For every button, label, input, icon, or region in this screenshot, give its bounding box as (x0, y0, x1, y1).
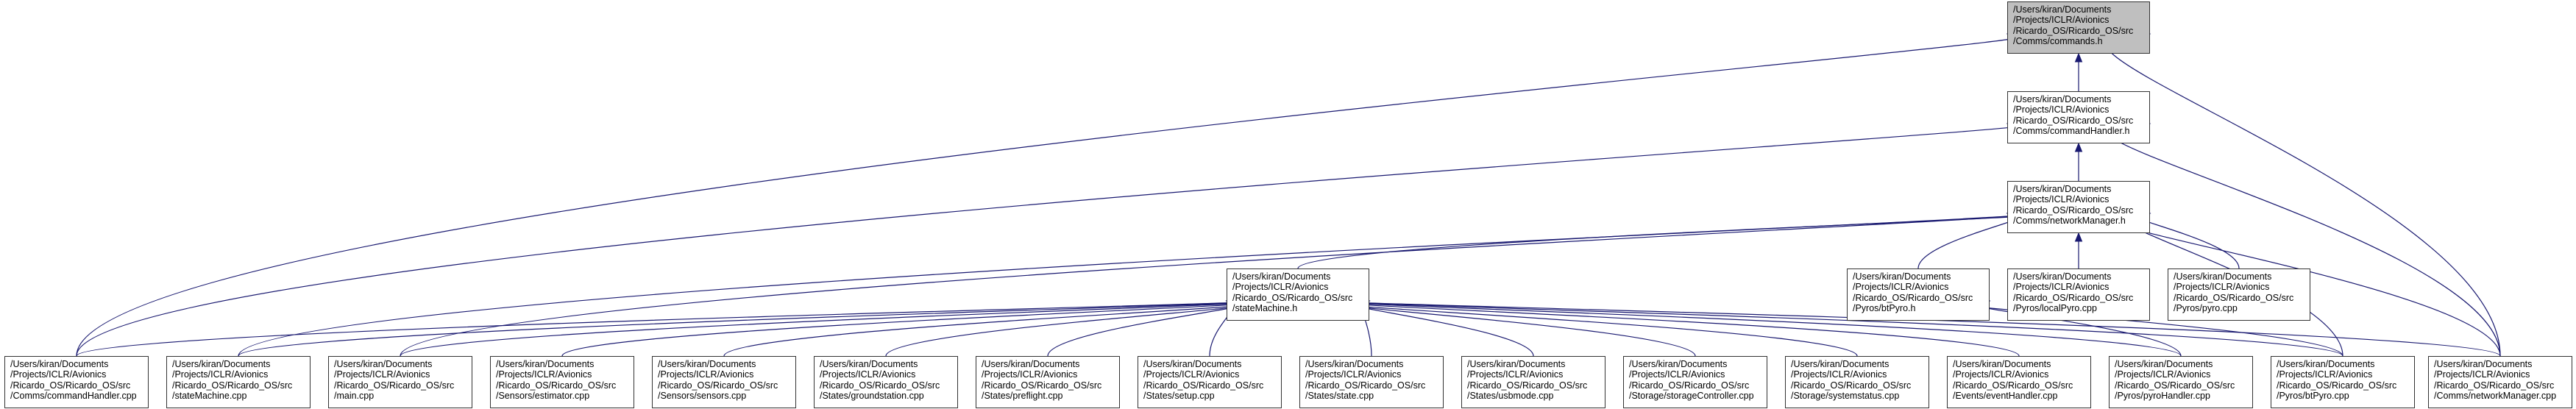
node-label: /Users/kiran/Documents /Projects/ICLR/Av… (1629, 359, 1754, 402)
node-label: /Users/kiran/Documents /Projects/ICLR/Av… (2013, 4, 2134, 47)
node-statemachine-cpp[interactable]: /Users/kiran/Documents /Projects/ICLR/Av… (166, 356, 311, 408)
node-label: /Users/kiran/Documents /Projects/ICLR/Av… (2434, 359, 2557, 402)
dependency-edge (1297, 213, 2050, 269)
node-groundstation-cpp[interactable]: /Users/kiran/Documents /Projects/ICLR/Av… (814, 356, 958, 408)
node-setup-cpp[interactable]: /Users/kiran/Documents /Projects/ICLR/Av… (1138, 356, 1282, 408)
dependency-edge (2104, 123, 2501, 357)
node-label: /Users/kiran/Documents /Projects/ICLR/Av… (1467, 359, 1588, 402)
node-main-cpp[interactable]: /Users/kiran/Documents /Projects/ICLR/Av… (328, 356, 472, 408)
node-commandhandler-cpp[interactable]: /Users/kiran/Documents /Projects/ICLR/Av… (4, 356, 149, 408)
node-statemachine-h[interactable]: /Users/kiran/Documents /Projects/ICLR/Av… (1227, 268, 1369, 321)
node-eventhandler-cpp[interactable]: /Users/kiran/Documents /Projects/ICLR/Av… (1947, 356, 2091, 408)
node-commandhandler-h[interactable]: /Users/kiran/Documents /Projects/ICLR/Av… (2007, 91, 2150, 143)
node-label: /Users/kiran/Documents /Projects/ICLR/Av… (1143, 359, 1264, 402)
dependency-edge (885, 300, 1271, 357)
node-label: /Users/kiran/Documents /Projects/ICLR/Av… (658, 359, 778, 402)
node-label: /Users/kiran/Documents /Projects/ICLR/Av… (334, 359, 455, 402)
node-label: /Users/kiran/Documents /Projects/ICLR/Av… (1232, 271, 1353, 314)
dependency-edge (76, 123, 2032, 357)
node-estimator-cpp[interactable]: /Users/kiran/Documents /Projects/ICLR/Av… (490, 356, 634, 408)
node-usbmode-cpp[interactable]: /Users/kiran/Documents /Projects/ICLR/Av… (1461, 356, 1605, 408)
node-btpyro-h[interactable]: /Users/kiran/Documents /Projects/ICLR/Av… (1847, 268, 1990, 321)
node-preflight-cpp[interactable]: /Users/kiran/Documents /Projects/ICLR/Av… (976, 356, 1120, 408)
node-label: /Users/kiran/Documents /Projects/ICLR/Av… (2013, 184, 2134, 227)
dependency-edge (400, 300, 1266, 357)
node-systemstatus-cpp[interactable]: /Users/kiran/Documents /Projects/ICLR/Av… (1785, 356, 1929, 408)
dependency-edge (76, 33, 2032, 357)
node-label: /Users/kiran/Documents /Projects/ICLR/Av… (820, 359, 940, 402)
node-label: /Users/kiran/Documents /Projects/ICLR/Av… (982, 359, 1102, 402)
dependency-edge (238, 213, 2033, 357)
node-label: /Users/kiran/Documents /Projects/ICLR/Av… (2174, 271, 2294, 314)
node-label: /Users/kiran/Documents /Projects/ICLR/Av… (172, 359, 293, 402)
node-label: /Users/kiran/Documents /Projects/ICLR/Av… (1853, 271, 1973, 314)
node-label: /Users/kiran/Documents /Projects/ICLR/Av… (1953, 359, 2073, 402)
node-label: /Users/kiran/Documents /Projects/ICLR/Av… (2013, 94, 2134, 137)
node-label: /Users/kiran/Documents /Projects/ICLR/Av… (2013, 271, 2134, 314)
node-commands-h: /Users/kiran/Documents /Projects/ICLR/Av… (2007, 1, 2150, 54)
node-storagecontroller-cpp[interactable]: /Users/kiran/Documents /Projects/ICLR/Av… (1623, 356, 1767, 408)
node-sensors-cpp[interactable]: /Users/kiran/Documents /Projects/ICLR/Av… (652, 356, 796, 408)
node-label: /Users/kiran/Documents /Projects/ICLR/Av… (496, 359, 617, 402)
node-pyro-cpp[interactable]: /Users/kiran/Documents /Projects/ICLR/Av… (2168, 268, 2310, 321)
node-state-cpp[interactable]: /Users/kiran/Documents /Projects/ICLR/Av… (1299, 356, 1444, 408)
dependency-edge (1327, 300, 1696, 357)
node-networkmanager-h[interactable]: /Users/kiran/Documents /Projects/ICLR/Av… (2007, 181, 2150, 233)
node-label: /Users/kiran/Documents /Projects/ICLR/Av… (1791, 359, 1912, 402)
edge-arrowhead (2074, 52, 2083, 63)
edge-arrowhead (2074, 232, 2083, 242)
node-localpyro-cpp[interactable]: /Users/kiran/Documents /Projects/ICLR/Av… (2007, 268, 2150, 321)
node-pyrohandler-cpp[interactable]: /Users/kiran/Documents /Projects/ICLR/Av… (2109, 356, 2253, 408)
node-label: /Users/kiran/Documents /Projects/ICLR/Av… (10, 359, 137, 402)
dependency-edge (400, 213, 2034, 357)
node-networkmanager-cpp[interactable]: /Users/kiran/Documents /Projects/ICLR/Av… (2428, 356, 2572, 408)
node-label: /Users/kiran/Documents /Projects/ICLR/Av… (2277, 359, 2397, 402)
edge-arrowhead (2074, 142, 2083, 152)
node-btpyro-cpp[interactable]: /Users/kiran/Documents /Projects/ICLR/Av… (2271, 356, 2415, 408)
node-label: /Users/kiran/Documents /Projects/ICLR/Av… (1305, 359, 1426, 402)
node-label: /Users/kiran/Documents /Projects/ICLR/Av… (2115, 359, 2235, 402)
